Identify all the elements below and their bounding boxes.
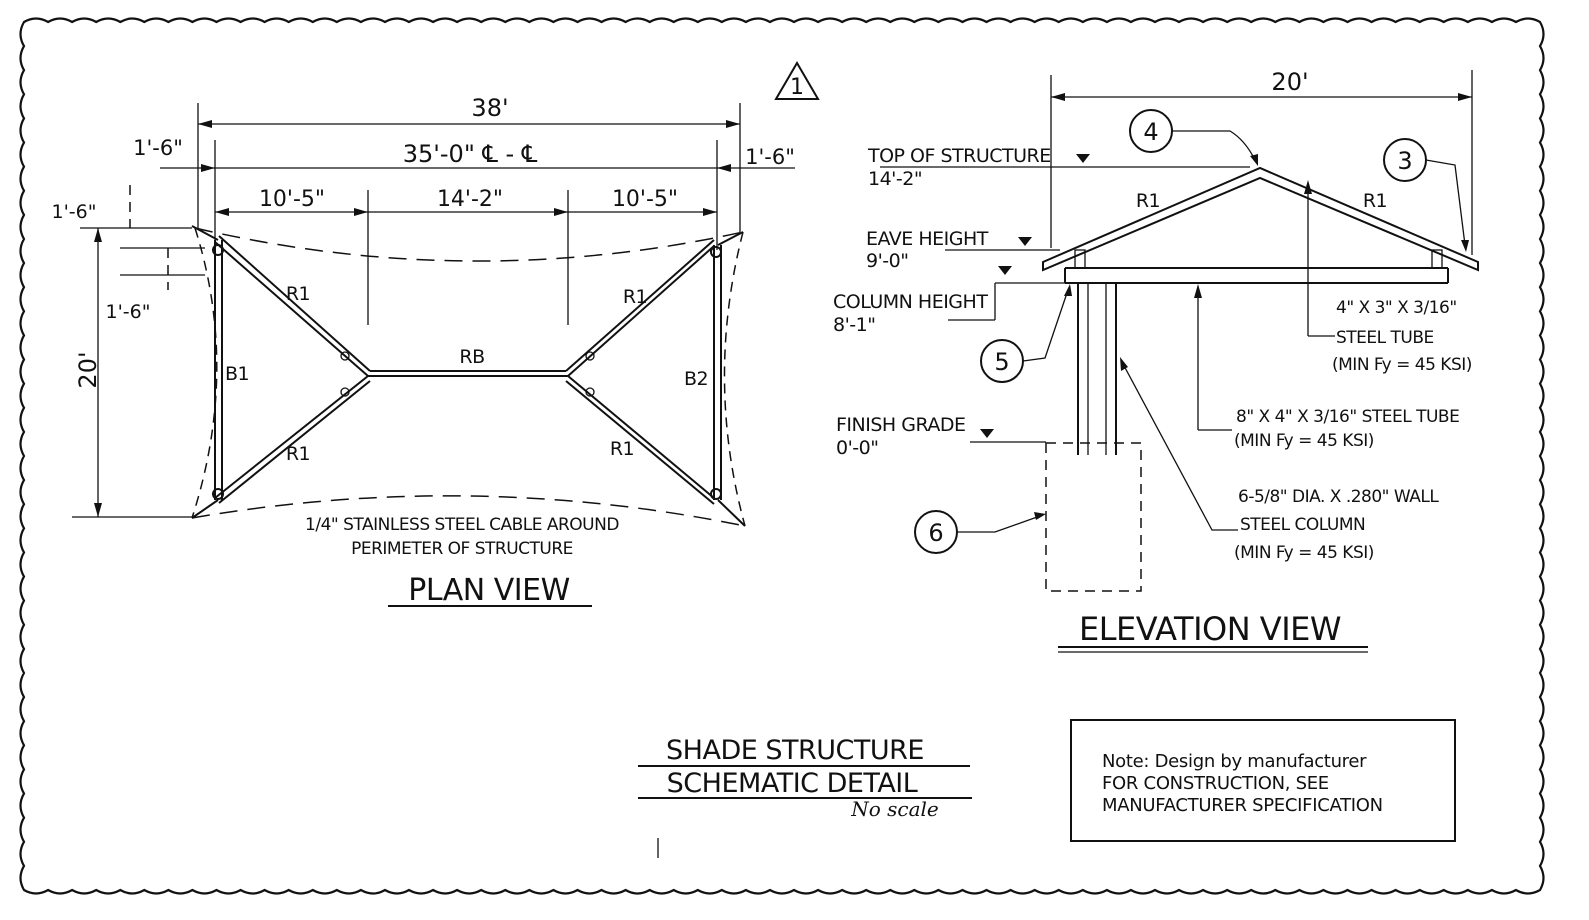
member-r1-top-right: R1 — [623, 286, 647, 308]
tag-4: 4 — [1143, 118, 1158, 146]
column-spec-line3: (MIN Fy = 45 KSI) — [1234, 543, 1374, 563]
tag-6: 6 — [928, 519, 943, 547]
dim-overall-length: 38' — [471, 94, 508, 122]
rafter-tube-spec-line1: 4" X 3" X 3/16" — [1336, 298, 1457, 318]
top-of-structure-label: TOP OF STRUCTURE — [867, 145, 1051, 167]
dim-end-offset-left: 1'-6" — [133, 136, 183, 160]
note-line2: FOR CONSTRUCTION, SEE — [1102, 773, 1329, 794]
rafter-tube-spec-line2: STEEL TUBE — [1336, 328, 1434, 348]
title-block: SHADE STRUCTURE SCHEMATIC DETAIL No scal… — [638, 735, 972, 858]
revision-triangle: 1 — [774, 61, 820, 100]
plan-view-title: PLAN VIEW — [408, 573, 569, 608]
dim-depth: 20' — [74, 351, 102, 388]
scale-note: No scale — [850, 797, 939, 821]
column-spec-line2: STEEL COLUMN — [1240, 515, 1365, 535]
revision-number: 1 — [790, 75, 804, 100]
dim-end-offset-right: 1'-6" — [745, 145, 795, 169]
dim-side-offset-bottom: 1'-6" — [106, 301, 151, 323]
title-line2: SCHEMATIC DETAIL — [667, 768, 918, 799]
note-line3: MANUFACTURER SPECIFICATION — [1102, 795, 1383, 816]
column-height-value: 8'-1" — [833, 314, 876, 336]
dim-side-offset-top: 1'-6" — [52, 201, 97, 223]
member-r1-bottom-right: R1 — [610, 438, 634, 460]
column-spec-line1: 6-5/8" DIA. X .280" WALL — [1238, 487, 1439, 507]
dim-segment-left: 10'-5" — [259, 187, 325, 212]
note-line1: Note: Design by manufacturer — [1102, 751, 1367, 772]
member-r1-bottom-left: R1 — [286, 443, 310, 465]
top-of-structure-value: 14'-2" — [868, 168, 922, 190]
elevation-view-title: ELEVATION VIEW — [1079, 610, 1341, 648]
elevation-view: 20' TOP OF STRUCTURE 14'-2" EAVE HEIGHT … — [833, 68, 1479, 653]
member-beam-left: B1 — [225, 363, 249, 385]
member-ridge-beam: RB — [459, 346, 484, 368]
plan-view: 38' 35'-0" ℄ - ℄ 1'-6" 1'-6" 10'-5" 14'-… — [52, 94, 795, 608]
tag-3: 3 — [1397, 147, 1412, 175]
finish-grade-value: 0'-0" — [836, 437, 879, 459]
dim-segment-right: 10'-5" — [612, 187, 678, 212]
rafter-right-label: R1 — [1363, 190, 1387, 212]
cable-note-line2: PERIMETER OF STRUCTURE — [351, 539, 573, 559]
column-height-label: COLUMN HEIGHT — [833, 291, 988, 313]
tag-5: 5 — [994, 348, 1009, 376]
eave-height-value: 9'-0" — [866, 250, 909, 272]
title-line1: SHADE STRUCTURE — [666, 735, 924, 766]
scalloped-border — [19, 17, 1545, 895]
beam-tube-spec-line1: 8" X 4" X 3/16" STEEL TUBE — [1236, 407, 1459, 427]
rafter-tube-spec-line3: (MIN Fy = 45 KSI) — [1332, 355, 1472, 375]
beam-tube-spec-line2: (MIN Fy = 45 KSI) — [1234, 431, 1374, 451]
note-box: Note: Design by manufacturer FOR CONSTRU… — [1070, 719, 1456, 842]
dim-centerline-span: 35'-0" ℄ - ℄ — [403, 140, 538, 168]
finish-grade-label: FINISH GRADE — [836, 414, 966, 436]
rafter-left-label: R1 — [1136, 190, 1160, 212]
eave-height-label: EAVE HEIGHT — [866, 228, 989, 250]
dim-overall-width: 20' — [1271, 68, 1308, 96]
cable-note-line1: 1/4" STAINLESS STEEL CABLE AROUND — [305, 515, 619, 535]
member-beam-right: B2 — [684, 368, 708, 390]
dim-segment-middle: 14'-2" — [437, 187, 503, 212]
member-r1-top-left: R1 — [286, 283, 310, 305]
